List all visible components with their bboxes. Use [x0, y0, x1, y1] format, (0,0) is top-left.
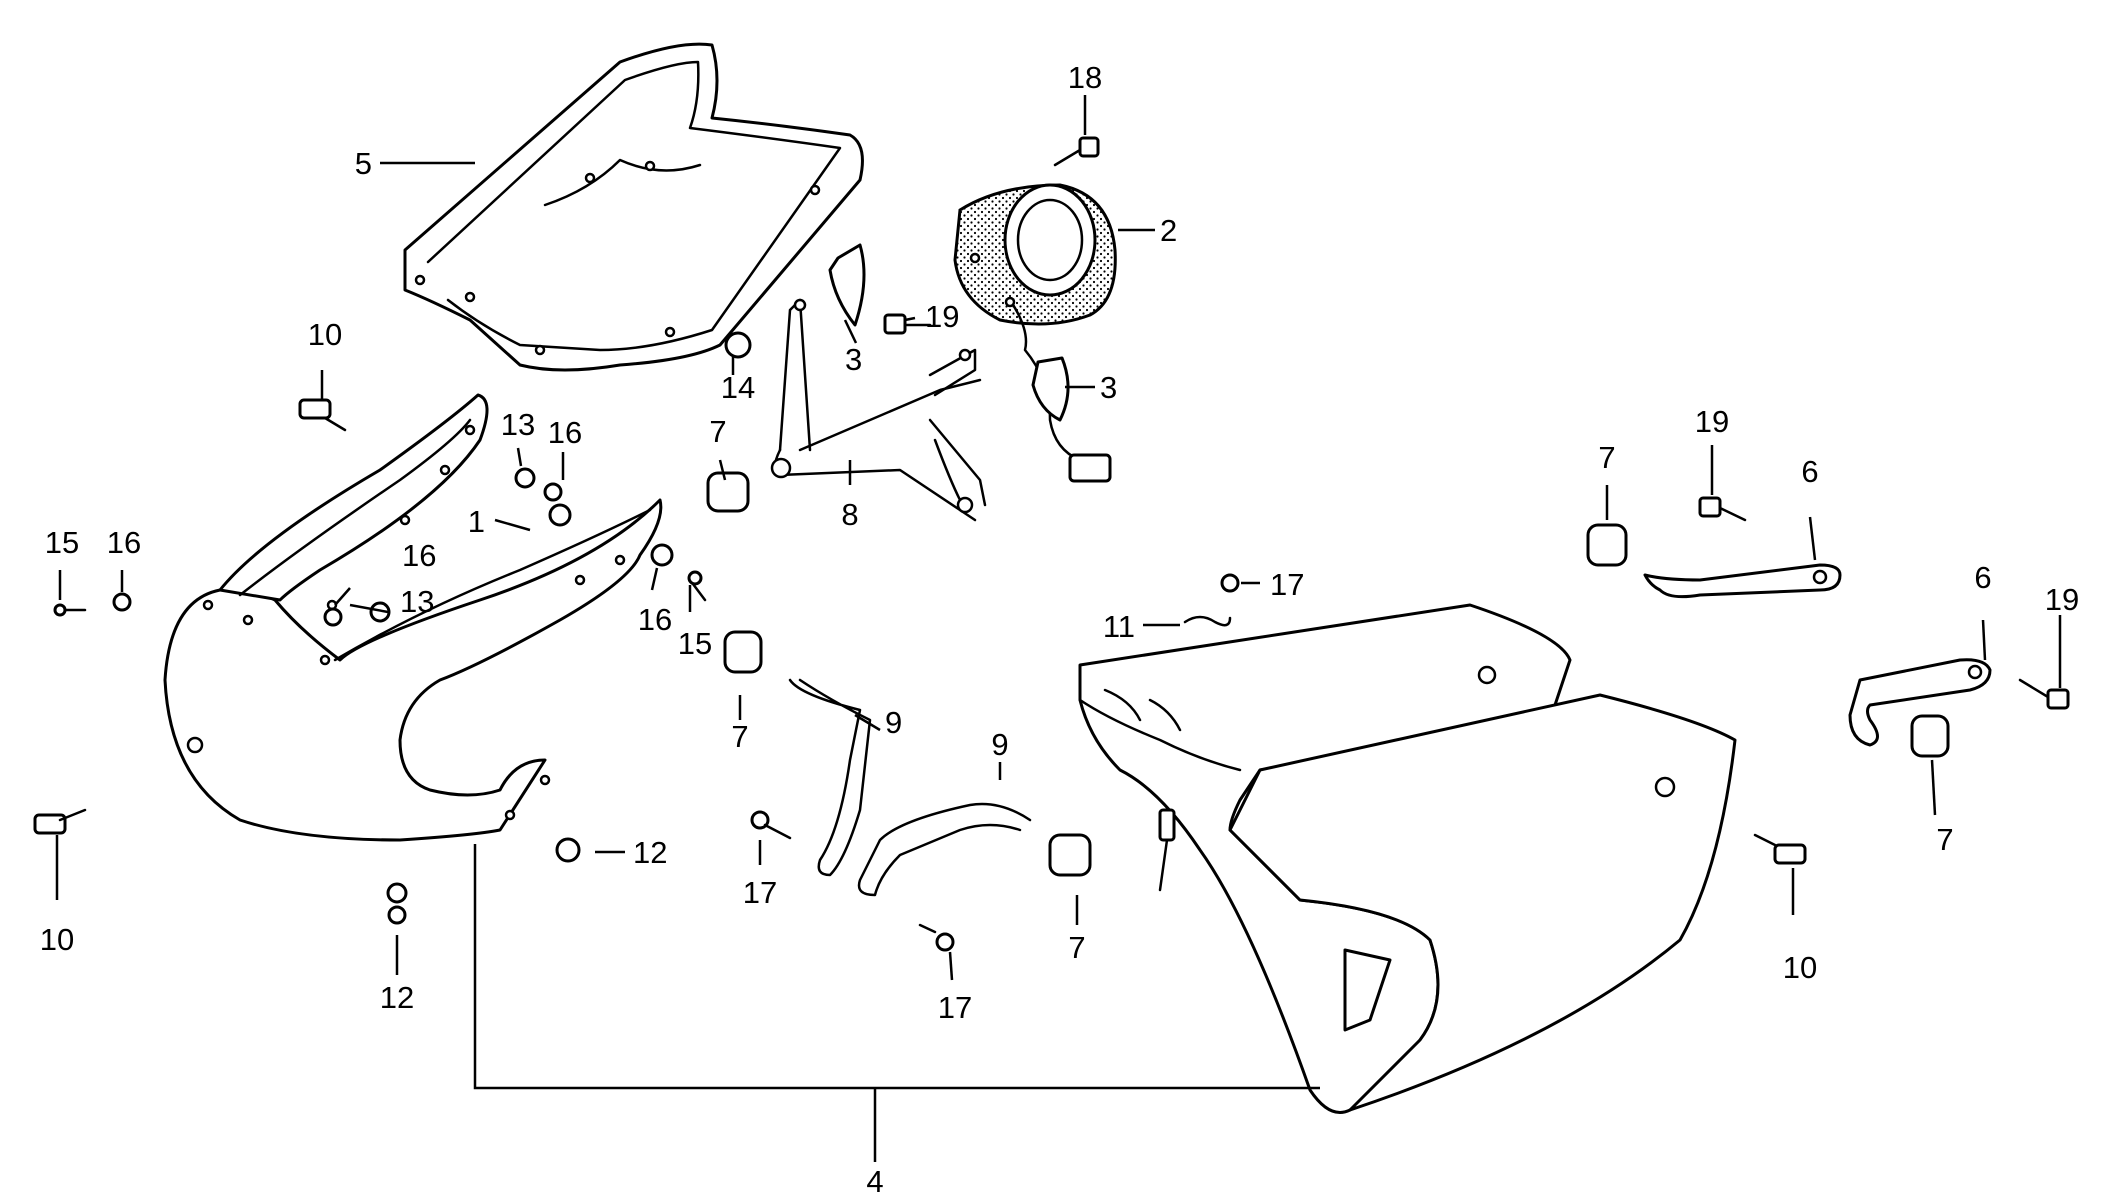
callout-6-a: 6: [1801, 454, 1818, 489]
screw-15-b: [687, 570, 707, 602]
grommet-7-b: [723, 630, 763, 674]
callout-7-d: 7: [1598, 440, 1615, 475]
callout-17-c: 17: [938, 990, 972, 1025]
callout-6-b: 6: [1974, 560, 1991, 595]
callout-2: 2: [1160, 213, 1177, 248]
screw-10-b: [33, 808, 87, 835]
callout-7-e: 7: [1936, 822, 1953, 857]
grommet-7-e: [1910, 714, 1950, 758]
callout-19-a: 19: [925, 299, 959, 334]
callout-10-c: 10: [1783, 950, 1817, 985]
stay-lower-right: [1848, 658, 1992, 747]
screw-10-c: [1753, 833, 1807, 865]
callout-3-b: 3: [1100, 370, 1117, 405]
bolt-17-c: [918, 923, 955, 952]
callout-16-b: 16: [638, 602, 672, 637]
callout-14: 14: [721, 370, 755, 405]
upper-fairing: [163, 393, 663, 842]
callout-5: 5: [355, 146, 372, 181]
clip-12-a: [555, 837, 581, 863]
meter: [953, 183, 1117, 483]
callout-13-a: 13: [501, 407, 535, 442]
callout-18: 18: [1068, 60, 1102, 95]
stay-bracket-right: [1031, 356, 1070, 422]
bolt-19-b: [1698, 496, 1747, 522]
callout-15-b: 15: [678, 626, 712, 661]
grommet-7-c: [1048, 833, 1092, 877]
screw-18: [1053, 136, 1100, 167]
stay-left-9: [788, 678, 872, 877]
bolt-19-a: [883, 313, 932, 335]
callout-10-b: 10: [40, 922, 74, 957]
grommet-7-d: [1586, 523, 1628, 567]
washer-1: [548, 503, 572, 527]
clip-11: [1183, 615, 1232, 627]
rivet: [1158, 808, 1176, 892]
washer-16-a: [112, 592, 132, 612]
callout-13-b: 13: [400, 584, 434, 619]
callout-16-d: 16: [548, 415, 582, 450]
callout-7-a: 7: [709, 414, 726, 449]
callout-7-b: 7: [731, 719, 748, 754]
lower-fairing: [1078, 603, 1737, 1114]
callout-17-b: 17: [743, 875, 777, 910]
nut-13-b: [369, 601, 391, 623]
callout-12-a: 12: [633, 835, 667, 870]
callout-19-c: 19: [2045, 582, 2079, 617]
screw-10-a: [298, 398, 347, 432]
callout-15-a: 15: [45, 525, 79, 560]
callout-12-b: 12: [380, 980, 414, 1015]
stay-bracket-upper: [828, 243, 866, 327]
callout-labels: 1 2 3 3 4 5 6 6 7 7 7 7 7 8 9 9 10 10 10…: [40, 60, 2079, 1199]
callout-17-a: 17: [1270, 567, 1304, 602]
screw-15-a: [53, 603, 87, 617]
callout-9-b: 9: [991, 727, 1008, 762]
callout-16-a: 16: [107, 525, 141, 560]
washer-16-d: [543, 482, 563, 502]
washer-16-b: [650, 543, 674, 567]
callout-3-a: 3: [845, 342, 862, 377]
callout-9-a: 9: [885, 705, 902, 740]
washer-16-c: [323, 607, 343, 627]
callout-1: 1: [468, 504, 485, 539]
grommet-7-a: [706, 471, 750, 513]
nut-14: [724, 331, 752, 359]
callout-8: 8: [841, 497, 858, 532]
callout-4: 4: [866, 1164, 883, 1199]
callout-16-c: 16: [402, 538, 436, 573]
leader-lines: [55, 95, 2062, 1162]
callout-10-a: 10: [308, 317, 342, 352]
stay-mid-9: [857, 802, 1032, 897]
bolt-17-a: [1220, 573, 1240, 593]
bolt-19-c: [2018, 678, 2070, 710]
windscreen: [403, 42, 864, 372]
callout-19-b: 19: [1695, 404, 1729, 439]
bolt-17-b: [750, 810, 792, 840]
callout-11: 11: [1103, 609, 1135, 644]
clip-12-b: [386, 882, 408, 925]
nut-13-a: [514, 467, 536, 489]
fairing-stay: [770, 298, 987, 522]
callout-7-c: 7: [1068, 930, 1085, 965]
stay-upper-right: [1643, 563, 1842, 599]
